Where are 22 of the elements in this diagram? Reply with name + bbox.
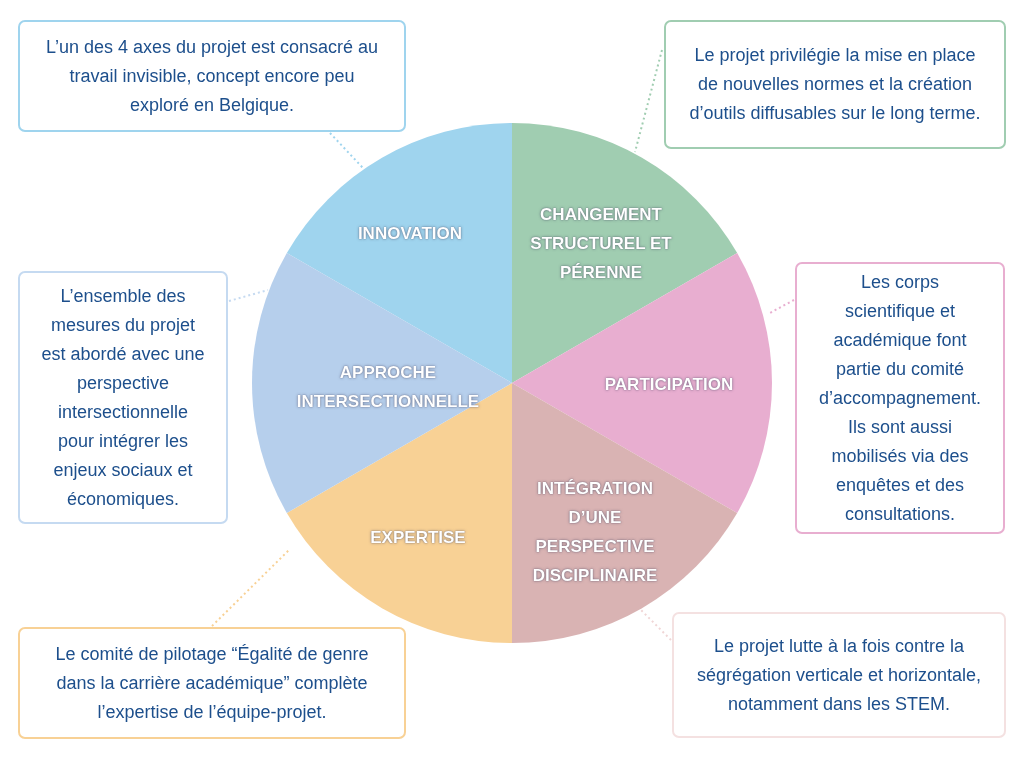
note-card: Le projet lutte à la fois contre la ségrégation verticale et horizontale, notamment dans les STEM. xyxy=(672,612,1006,738)
wheel-segment xyxy=(286,123,512,383)
wheel-segment xyxy=(286,383,512,643)
leader-line xyxy=(211,549,290,627)
segment-title: CHANGEMENT STRUCTUREL ET PÉRENNE xyxy=(529,203,673,284)
note-card: Le comité de pilotage “Égalité de genre dans la carrière académique” complète l’expertise de l’équipe-projet. xyxy=(18,627,406,739)
segment-title: PARTICIPATION xyxy=(603,373,735,396)
leader-line xyxy=(639,608,672,641)
segment-title: EXPERTISE xyxy=(369,526,467,549)
note-card: L’un des 4 axes du projet est consacré au travail invisible, concept encore peu exploré en Belgique. xyxy=(18,20,406,132)
note-card: Le projet privilégie la mise en place de nouvelles normes et la création d’outils diffusables sur le long terme. xyxy=(664,20,1006,149)
leader-line xyxy=(329,132,364,169)
wheel-segment xyxy=(512,252,772,513)
leader-line xyxy=(634,49,663,153)
wheel-segment xyxy=(252,252,512,514)
note-card: Les corps scientifique et académique font partie du comité d’accompagnement. Ils sont aussi mobilisés via des enquêtes et des consultations. xyxy=(795,262,1005,534)
note-card: L’ensemble des mesures du projet est abordé avec une perspective intersectionnelle pour intégrer les enjeux sociaux et économiques. xyxy=(18,271,228,524)
segment-title: INNOVATION xyxy=(356,222,464,245)
segment-title: INTÉGRATION D’UNE PERSPECTIVE DISCIPLINAIRE xyxy=(531,478,659,587)
leader-line xyxy=(228,289,269,302)
segment-title: APPROCHE INTERSECTIONNELLE xyxy=(295,362,481,413)
leader-line xyxy=(767,299,795,315)
